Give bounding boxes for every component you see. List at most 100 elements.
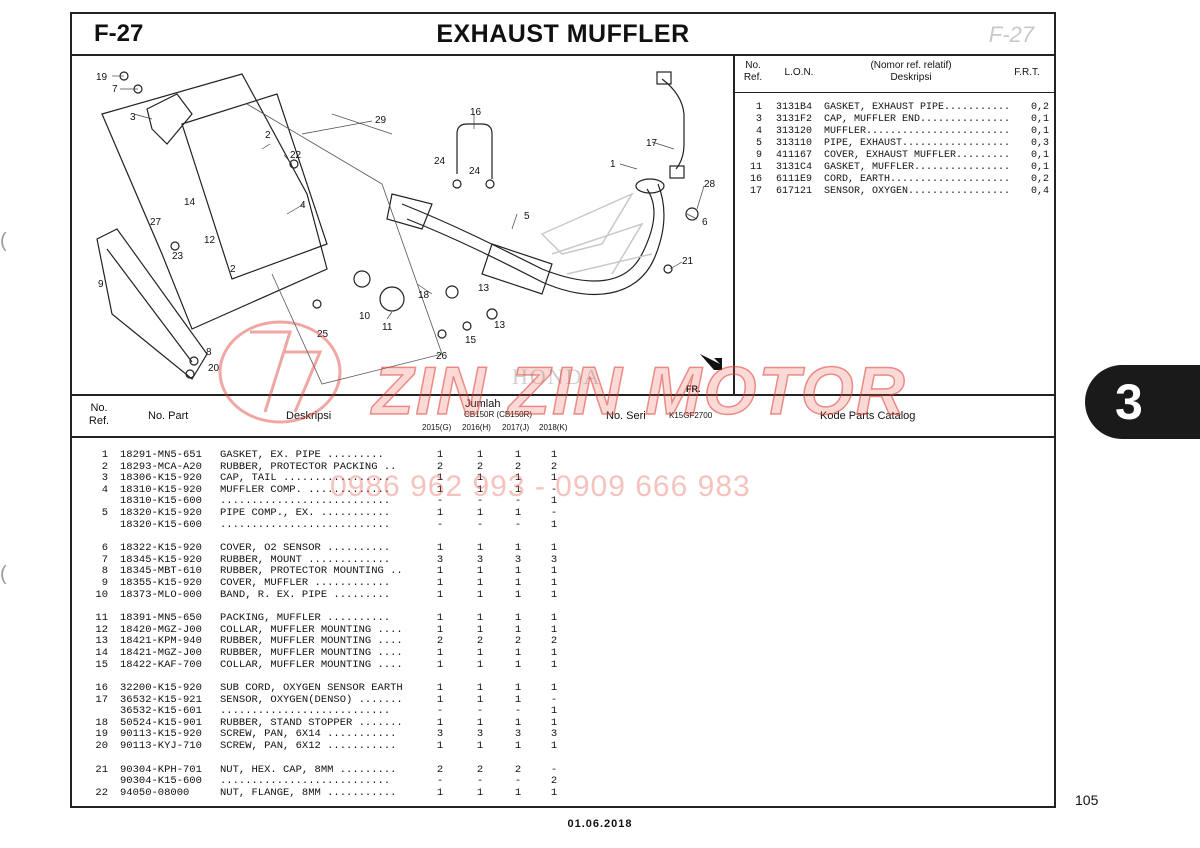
quantity-cell: 1 [550,449,558,461]
part-description: GASKET, EX. PIPE ......... [220,449,384,461]
quantity-cell: 1 [476,542,484,555]
quantity-cell: 1 [476,682,484,695]
quantity-cell: 1 [436,588,444,601]
ref-number: 1 [101,449,108,461]
title-bar: F-27 EXHAUST MUFFLER F-27 [72,14,1054,56]
part-number: 18373-MLO-000 [120,588,202,601]
table-row: 90304-K15-600...........................… [72,776,1054,788]
callout-label: 11 [382,322,393,333]
quantity-cell: 1 [550,682,558,695]
callout-label: 16 [470,107,482,118]
page-edge-mark: ( [0,230,7,252]
col-year-2018: 2018(K) [539,423,568,432]
table-row: 15 18422-KAF-700 COLLAR, MUFFLER MOUNTING … [72,658,1054,672]
relatif-frt: 0,4 [1030,186,1049,197]
honda-wordmark: HONDA [512,364,601,389]
callout-label: 21 [682,256,694,267]
ref-number: 9 [101,576,108,589]
honda-wing-logo [540,192,653,275]
quantity-cell: 1 [514,542,522,555]
parts-table-header: No. Ref. No. Part Deskripsi Jumlah CB150… [72,394,1054,438]
relatif-desc: CAP, MUFFLER END............... [824,114,1011,125]
quantity-cell: 1 [550,658,558,671]
relatif-lon: 3131C4 [776,162,813,173]
quantity-cell: 1 [436,693,444,706]
quantity-cell: 3 [436,728,444,741]
quantity-cell: 1 [476,576,484,589]
quantity-cell: 1 [514,623,522,636]
quantity-cell: 1 [514,646,522,659]
relatif-frt: 0,1 [1030,126,1049,137]
part-number: 18322-K15-920 [120,542,202,555]
relatif-desc: MUFFLER........................ [824,126,1011,137]
oxygen-sensor-wire [661,78,685,170]
ref-number: 18 [95,716,108,729]
relatif-no: 5 [755,138,762,149]
quantity-cell: 1 [476,612,484,625]
ref-number: 19 [95,728,108,741]
quantity-cell: - [436,518,444,531]
relatif-lon: 411167 [776,150,813,161]
ref-number: 17 [95,693,108,706]
quantity-cell: 1 [550,565,558,578]
part-number: 18291-MN5-651 [120,449,202,461]
rel-no-header: No. Ref. [743,60,763,83]
quantity-cell: - [550,506,558,519]
callout-label: 12 [204,235,216,246]
callout-label: 7 [112,84,118,95]
part-description: SCREW, PAN, 6X14 ........... [220,728,397,741]
quantity-cell: 3 [550,553,558,566]
part-number: 18391-MN5-650 [120,612,202,625]
table-row: 1 18291-MN5-651 GASKET, EX. PIPE .........… [72,449,1054,462]
ref-number: 16 [95,682,108,695]
exhaust-pipe [401,188,655,282]
quantity-cell: 3 [476,728,484,741]
relatif-no: 3 [755,114,762,125]
quantity-cell: 1 [550,612,558,625]
quantity-cell: 1 [476,483,484,496]
relatif-desc: CORD, EARTH.................... [824,174,1011,185]
ref-number: 15 [95,658,108,671]
quantity-cell: 1 [550,588,558,601]
quantity-cell: 3 [514,728,522,741]
muffler-body [181,93,328,280]
muffler-outline [101,73,328,330]
relatif-desc: COVER, EXHAUST MUFFLER......... [824,150,1011,161]
part-description: MUFFLER COMP. ............. [220,483,391,496]
part-description: COLLAR, MUFFLER MOUNTING .... [220,658,403,671]
part-description: SENSOR, OXYGEN(DENSO) ....... [220,693,403,706]
quantity-cell: 1 [476,449,484,461]
table-row: 18320-K15-600...........................… [72,518,1054,532]
ref-number: 22 [95,786,108,799]
quantity-cell: 3 [550,728,558,741]
relatif-lon: 6111E9 [776,174,813,185]
parts-sheet: F-27 EXHAUST MUFFLER F-27 [70,12,1056,808]
callout-label: 14 [184,197,196,208]
quantity-cell: 2 [514,635,522,648]
relatif-frt: 0,1 [1030,150,1049,161]
quantity-cell: 1 [436,565,444,578]
col-no-ref: No. Ref. [88,402,110,427]
quantity-cell: 1 [550,646,558,659]
quantity-cell: 1 [514,612,522,625]
front-arrow-icon [700,354,722,370]
callout-label: 4 [300,200,306,211]
leader-lines [112,75,705,320]
page-number: 105 [1075,792,1099,808]
part-number: 18422-KAF-700 [120,658,202,671]
quantity-cell: 2 [550,460,558,473]
part-number: 50524-K15-901 [120,716,202,729]
quantity-cell: 1 [514,682,522,695]
rel-desc-top-header: (Nomor ref. relatif) [870,60,952,71]
col-deskripsi: Deskripsi [286,410,332,422]
quantity-cell: 1 [436,472,444,485]
callout-label: 6 [702,217,708,228]
